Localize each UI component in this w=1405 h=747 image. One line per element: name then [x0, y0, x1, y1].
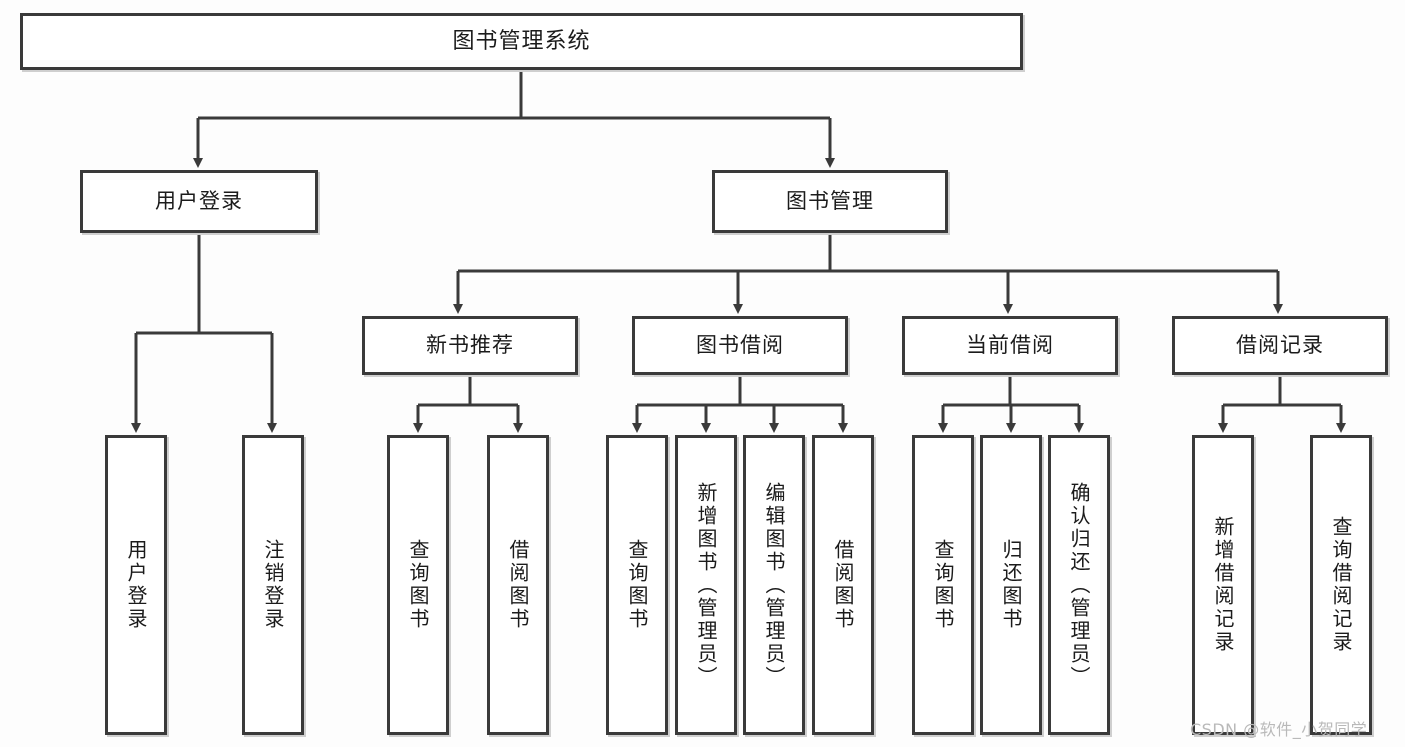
node-user-login[interactable]: 用户登录	[80, 170, 318, 233]
node-label-leaf-user-login: 用户登录	[124, 539, 148, 631]
node-leaf-query-3[interactable]: 查询图书	[912, 435, 974, 735]
node-label-borrow-record: 借阅记录	[1236, 333, 1324, 358]
node-label-book-borrow: 图书借阅	[696, 333, 784, 358]
node-book-borrow[interactable]: 图书借阅	[632, 316, 848, 375]
node-current-borrow[interactable]: 当前借阅	[902, 316, 1118, 375]
node-book-manage[interactable]: 图书管理	[712, 170, 948, 233]
csdn-watermark: CSDN @软件_小贺同学	[1190, 720, 1368, 739]
node-label-leaf-query-3: 查询图书	[931, 539, 955, 631]
node-leaf-query-1[interactable]: 查询图书	[387, 435, 449, 735]
node-label-root: 图书管理系统	[452, 28, 591, 54]
node-leaf-query-2[interactable]: 查询图书	[606, 435, 668, 735]
node-leaf-add-record[interactable]: 新增借阅记录	[1192, 435, 1254, 735]
node-leaf-borrow-2[interactable]: 借阅图书	[812, 435, 874, 735]
node-label-leaf-add-record: 新增借阅记录	[1211, 516, 1235, 654]
node-label-current-borrow: 当前借阅	[966, 333, 1054, 358]
node-root[interactable]: 图书管理系统	[20, 13, 1023, 70]
node-leaf-confirm[interactable]: 确认归还（管理员）	[1048, 435, 1110, 735]
node-label-user-login: 用户登录	[155, 189, 243, 214]
node-leaf-edit-book[interactable]: 编辑图书（管理员）	[743, 435, 805, 735]
node-label-book-manage: 图书管理	[786, 189, 874, 214]
node-label-new-book-rec: 新书推荐	[426, 333, 514, 358]
node-leaf-user-login[interactable]: 用户登录	[105, 435, 167, 735]
node-new-book-rec[interactable]: 新书推荐	[362, 316, 578, 375]
node-leaf-qry-record[interactable]: 查询借阅记录	[1310, 435, 1372, 735]
node-leaf-borrow-1[interactable]: 借阅图书	[487, 435, 549, 735]
node-label-leaf-confirm: 确认归还（管理员）	[1067, 481, 1091, 689]
node-label-leaf-query-2: 查询图书	[625, 539, 649, 631]
node-label-leaf-logout: 注销登录	[261, 539, 285, 631]
node-label-leaf-borrow-1: 借阅图书	[506, 539, 530, 631]
node-label-leaf-borrow-2: 借阅图书	[831, 539, 855, 631]
node-borrow-record[interactable]: 借阅记录	[1172, 316, 1388, 375]
node-leaf-add-book[interactable]: 新增图书（管理员）	[675, 435, 737, 735]
node-leaf-logout[interactable]: 注销登录	[242, 435, 304, 735]
node-label-leaf-add-book: 新增图书（管理员）	[694, 481, 718, 689]
node-leaf-return[interactable]: 归还图书	[980, 435, 1042, 735]
node-label-leaf-query-1: 查询图书	[406, 539, 430, 631]
node-label-leaf-qry-record: 查询借阅记录	[1329, 516, 1353, 654]
node-label-leaf-return: 归还图书	[999, 539, 1023, 631]
node-label-leaf-edit-book: 编辑图书（管理员）	[762, 481, 786, 689]
